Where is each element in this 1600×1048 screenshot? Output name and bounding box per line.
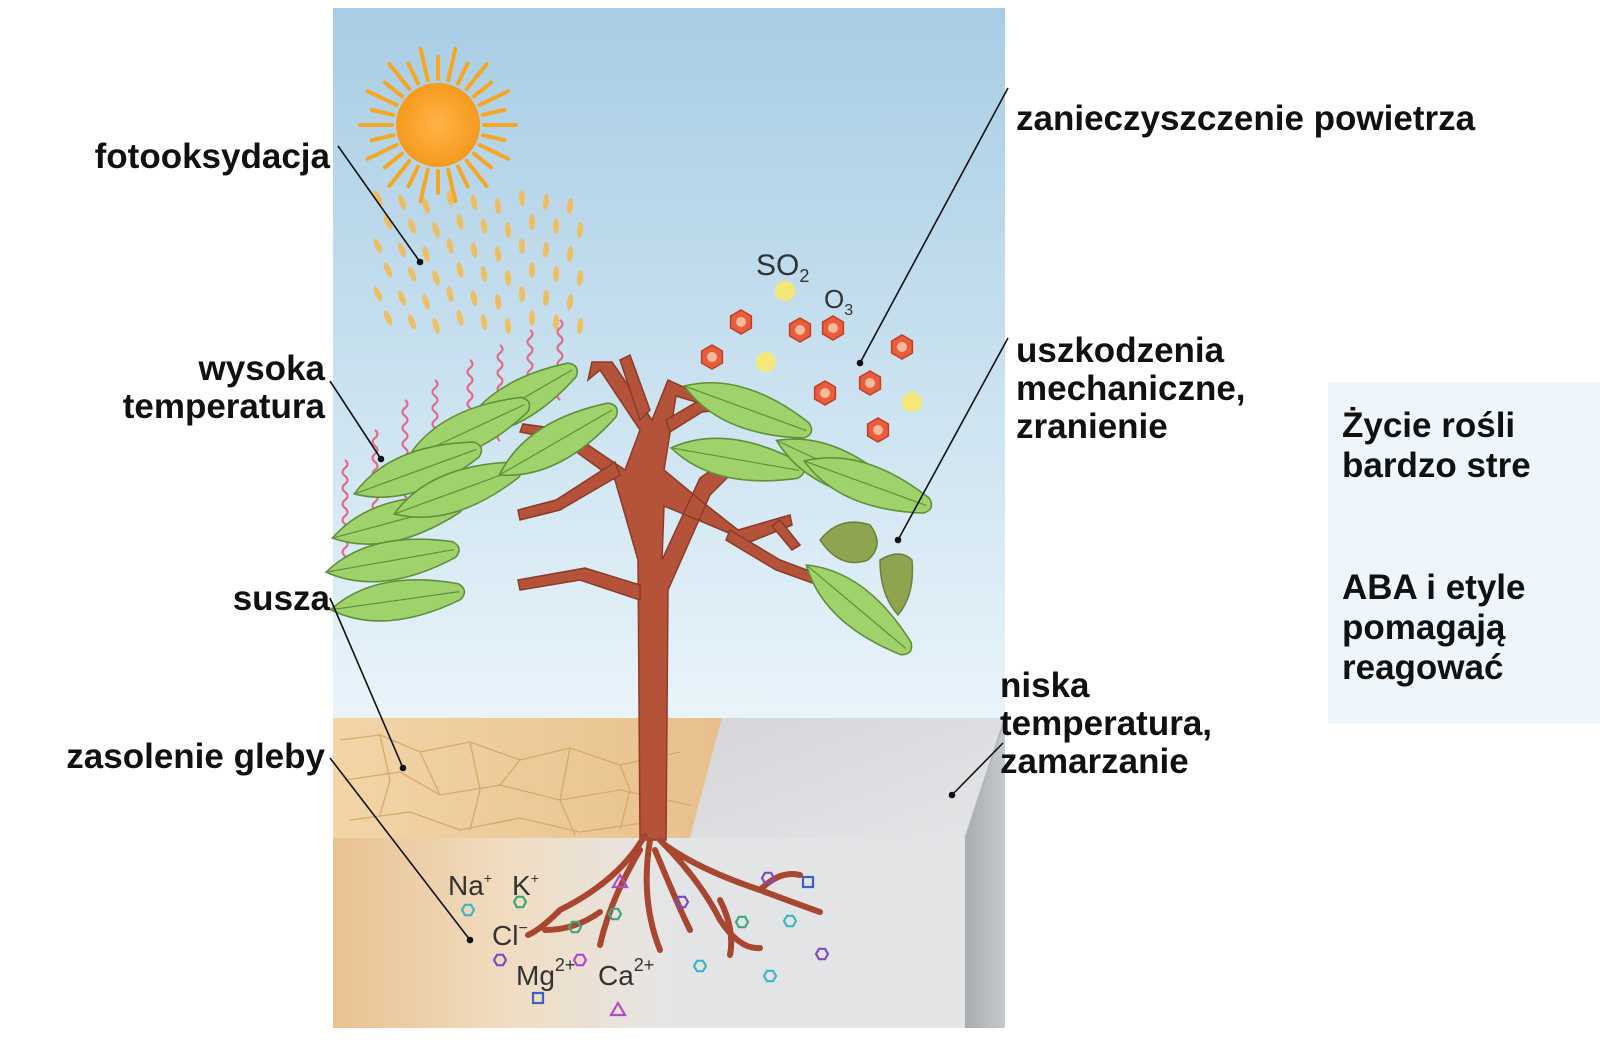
label-air-pollution: zanieczyszczenie powietrza [1016, 100, 1475, 138]
label-mechanical-damage-line2: mechaniczne, [1016, 370, 1246, 408]
info-paragraph-2-line2: pomagają [1342, 608, 1525, 648]
label-high-temperature: wysoka temperatura [123, 350, 325, 426]
info-paragraph-2: ABA i etyle pomagają reagować [1342, 568, 1525, 688]
label-low-temperature-line2: temperatura, [1000, 705, 1212, 743]
label-soil-salinity: zasolenie gleby [66, 738, 325, 776]
info-paragraph-2-line1: ABA i etyle [1342, 568, 1525, 608]
info-paragraph-1-line1: Życie rośli [1342, 406, 1531, 446]
label-drought: susza [233, 580, 330, 618]
label-high-temperature-line1: wysoka [123, 350, 325, 388]
label-low-temperature-line3: zamarzanie [1000, 743, 1212, 781]
label-photooxidation: fotooksydacja [95, 138, 330, 176]
label-mechanical-damage-line3: zranienie [1016, 408, 1246, 446]
info-paragraph-1-line2: bardzo stre [1342, 446, 1531, 486]
info-paragraph-1: Życie rośli bardzo stre [1342, 406, 1531, 486]
label-low-temperature: niska temperatura, zamarzanie [1000, 667, 1212, 781]
label-high-temperature-line2: temperatura [123, 388, 325, 426]
label-mechanical-damage-line1: uszkodzenia [1016, 332, 1246, 370]
info-box: Życie rośli bardzo stre ABA i etyle poma… [1328, 382, 1600, 724]
info-paragraph-2-line3: reagować [1342, 648, 1525, 688]
label-mechanical-damage: uszkodzenia mechaniczne, zranienie [1016, 332, 1246, 446]
label-low-temperature-line1: niska [1000, 667, 1212, 705]
